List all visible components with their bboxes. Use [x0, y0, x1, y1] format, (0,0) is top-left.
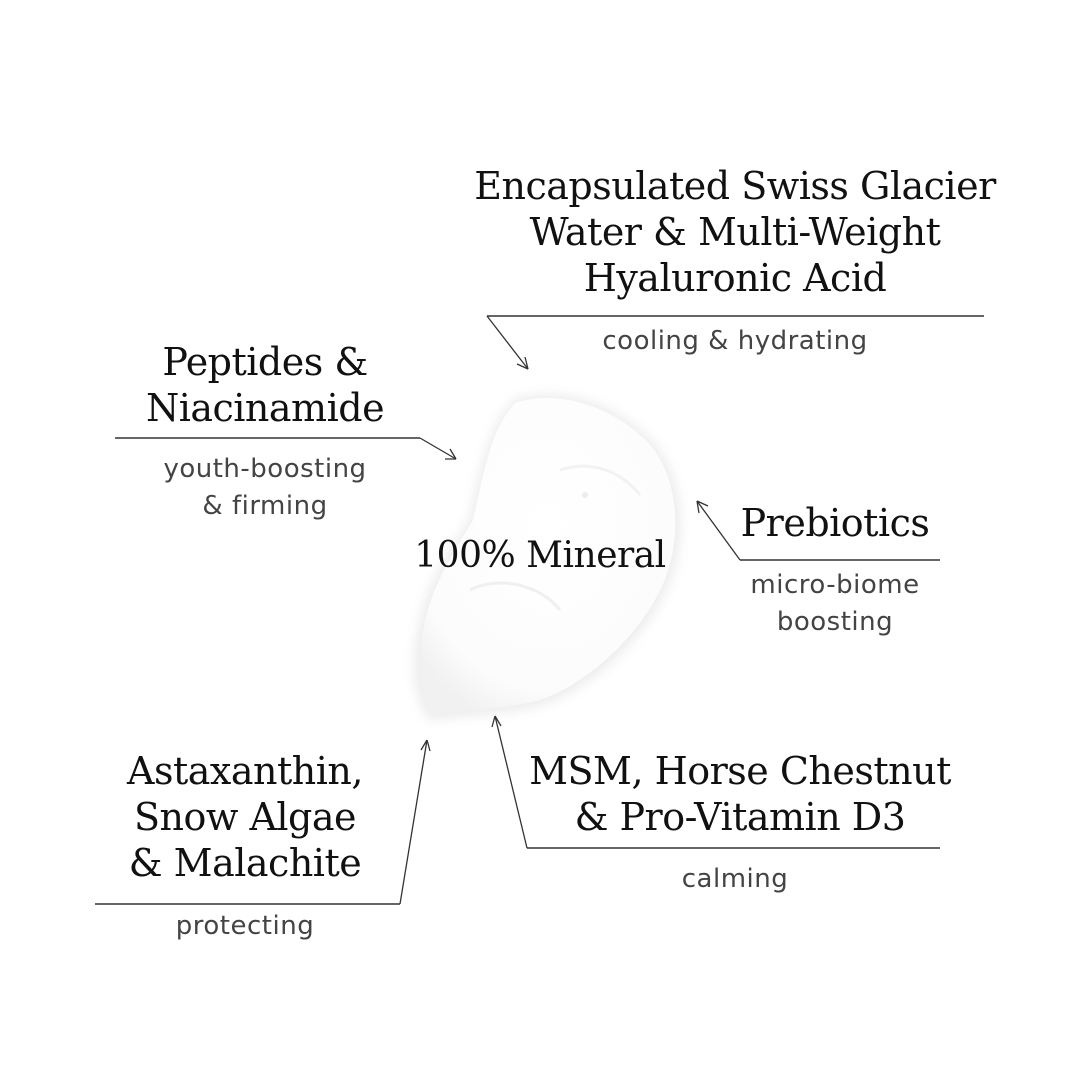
ingredient-line: MSM, Horse Chestnut	[529, 749, 951, 793]
ingredient-msm: MSM, Horse Chestnut & Pro-Vitamin D3	[490, 748, 990, 840]
benefit-astaxanthin: protecting	[70, 908, 420, 945]
ingredient-line: Snow Algae	[133, 795, 357, 839]
benefit-line: cooling & hydrating	[602, 326, 868, 356]
ingredient-line: Prebiotics	[740, 501, 930, 545]
ingredient-prebiotics: Prebiotics	[720, 500, 950, 546]
leader-glacier-water	[486, 315, 984, 370]
benefit-line: youth-boosting	[163, 454, 367, 484]
benefit-peptides: youth-boosting & firming	[90, 451, 440, 525]
benefit-line: & firming	[202, 491, 328, 521]
center-label: 100% Mineral	[414, 535, 666, 576]
ingredient-line: Water & Multi-Weight	[529, 210, 941, 254]
ingredient-glacier-water: Encapsulated Swiss Glacier Water & Multi…	[470, 163, 1000, 301]
ingredient-line: Hyaluronic Acid	[583, 256, 887, 300]
benefit-line: micro-biome	[750, 570, 920, 600]
leader-astaxanthin	[95, 739, 431, 905]
ingredient-line: & Pro-Vitamin D3	[574, 795, 906, 839]
benefit-glacier-water: cooling & hydrating	[560, 323, 910, 360]
ingredient-line: & Malachite	[128, 841, 362, 885]
benefit-line: calming	[681, 864, 789, 894]
cream-swatch	[414, 395, 680, 720]
ingredient-line: Astaxanthin,	[127, 749, 363, 793]
benefit-msm: calming	[560, 861, 910, 898]
benefit-line: protecting	[175, 911, 315, 941]
ingredient-peptides: Peptides & Niacinamide	[90, 339, 440, 431]
ingredient-line: Encapsulated Swiss Glacier	[474, 164, 996, 208]
benefit-prebiotics: micro-biome boosting	[720, 567, 950, 641]
leader-peptides	[115, 437, 457, 460]
ingredient-line: Peptides &	[162, 340, 368, 384]
leader-prebiotics	[696, 500, 940, 561]
leader-msm	[491, 715, 940, 849]
ingredient-astaxanthin: Astaxanthin, Snow Algae & Malachite	[70, 748, 420, 886]
ingredient-line: Niacinamide	[145, 386, 385, 430]
benefit-line: boosting	[776, 607, 894, 637]
